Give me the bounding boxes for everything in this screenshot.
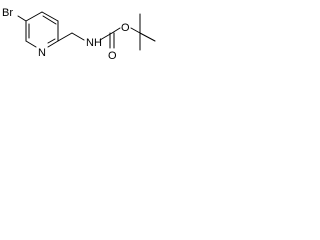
chemical-structure: Br N NH O O [2, 7, 156, 62]
ring-bond-c6-c1 [25, 11, 43, 22]
ring-bond-n-c5 [25, 40, 37, 48]
bromine-label: Br [2, 7, 13, 19]
bond-ring-to-bromine [17, 15, 27, 22]
bond-ether-oxygen-to-tert-carbon [130, 27, 141, 34]
amine-label: NH [86, 37, 102, 49]
bond-carbonyl-to-ether-oxygen [111, 27, 121, 34]
ring-bond-c3-n [47, 40, 59, 48]
ring-bond-c1-c2-inner [42, 15, 57, 25]
ring-bond-c3-n-inner [47, 38, 56, 44]
pyridine-ring [25, 11, 59, 48]
carbonyl-oxygen-label: O [108, 50, 117, 62]
ring-nitrogen-label: N [38, 47, 46, 59]
bond-ring-to-methylene [57, 32, 73, 42]
bond-tert-carbon-to-methyl-right [139, 32, 156, 42]
bond-methylene-to-amine [71, 32, 85, 41]
ring-bond-c1-c2 [41, 11, 59, 22]
ether-oxygen-label: O [121, 22, 130, 34]
